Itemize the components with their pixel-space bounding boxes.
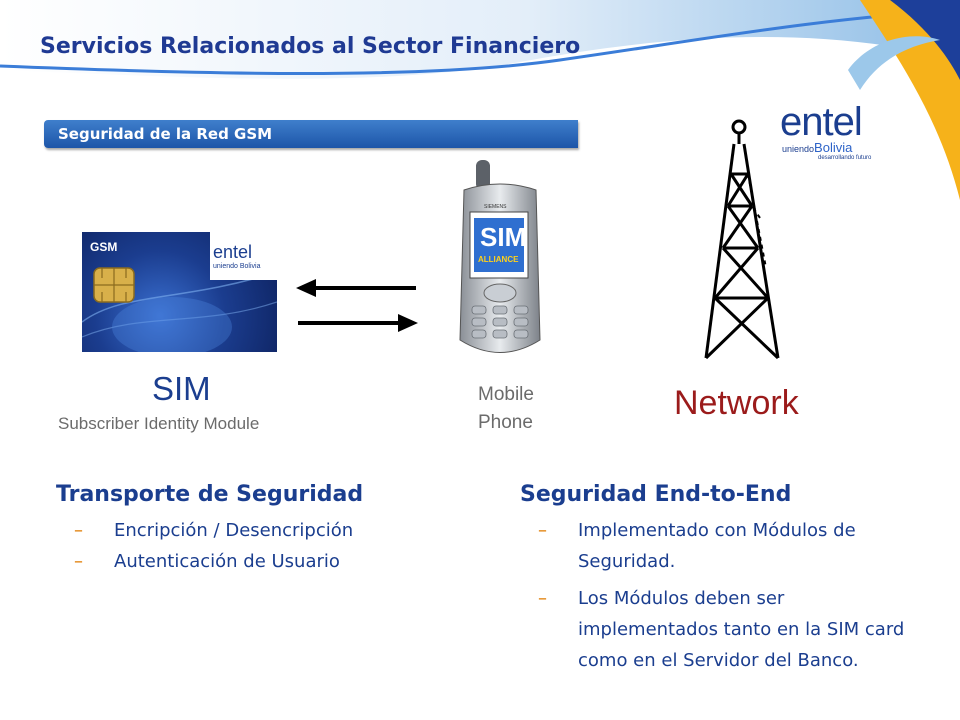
arrow-right-icon [298,314,418,332]
logo-wordmark: entel [780,100,863,144]
sim-card-tagline: uniendo Bolivia [213,263,261,270]
list-item-text: Los Módulos deben ser implementados tant… [578,588,905,671]
section-banner-label: Seguridad de la Red GSM [58,125,273,143]
list-item-text: Encripción / Desencripción [114,520,354,541]
entel-logo: entel uniendoBolivia desarrollando futur… [780,102,876,166]
list-item: – Los Módulos deben ser implementados tan… [520,583,918,676]
arrow-left-icon [296,279,416,297]
left-column-heading: Transporte de Seguridad [56,482,364,507]
logo-subtagline: desarrollando futuro [818,155,872,161]
network-tower-icon [704,119,780,360]
bidirectional-arrows [296,279,418,332]
list-item-text: Implementado con Módulos de Seguridad. [578,520,856,572]
slide-title: Servicios Relacionados al Sector Financi… [40,34,581,59]
sim-title: SIM [152,370,211,407]
list-item: – Encripción / Desencripción [56,515,476,546]
phone-screen-subtext: ALLIANCE [478,255,519,264]
sim-subtitle: Subscriber Identity Module [58,414,260,433]
logo-tagline-emph: Bolivia [814,140,853,155]
sim-card-gsm-text: GSM [90,240,118,254]
right-column: Seguridad End-to-End – Implementado con M… [520,482,930,682]
left-column: Transporte de Seguridad – Encripción / De… [56,482,476,577]
section-banner: Seguridad de la Red GSM [44,120,578,148]
bullet-dash: – [538,520,547,541]
mobile-phone-label-line1: Mobile [478,384,534,405]
bullet-dash: – [538,588,547,609]
phone-art [459,160,541,353]
left-bullet-list: – Encripción / Desencripción – Autenticaci… [56,515,476,577]
logo-tagline-prefix: uniendo [782,144,815,154]
bullet-dash: – [74,520,83,541]
bullet-dash: – [74,551,83,572]
right-column-heading: Seguridad End-to-End [520,482,792,507]
logo-tagline: uniendoBolivia [782,140,852,155]
phone-screen-text: SIM [480,222,527,252]
sim-card-art [82,232,277,352]
mobile-phone-label-line2: Phone [478,412,533,433]
network-title: Network [674,384,799,422]
right-bullet-list: –Implementado con Módulos de Seguridad. … [520,515,930,676]
sim-card-brand: entel [213,242,253,262]
list-item: – Implementado con Módulos de Seguridad. [520,515,918,577]
list-item: – Autenticación de Usuario [56,546,476,577]
mobile-phone-image: SIEMENS SIM ALLIANCE [456,160,544,360]
phone-brand-text: SIEMENS [484,204,507,210]
mobile-phone-label: Mobile Phone [478,381,568,437]
sim-card-image: GSM entel uniendo Bolivia [82,232,277,352]
list-item-text: Autenticación de Usuario [114,551,340,572]
